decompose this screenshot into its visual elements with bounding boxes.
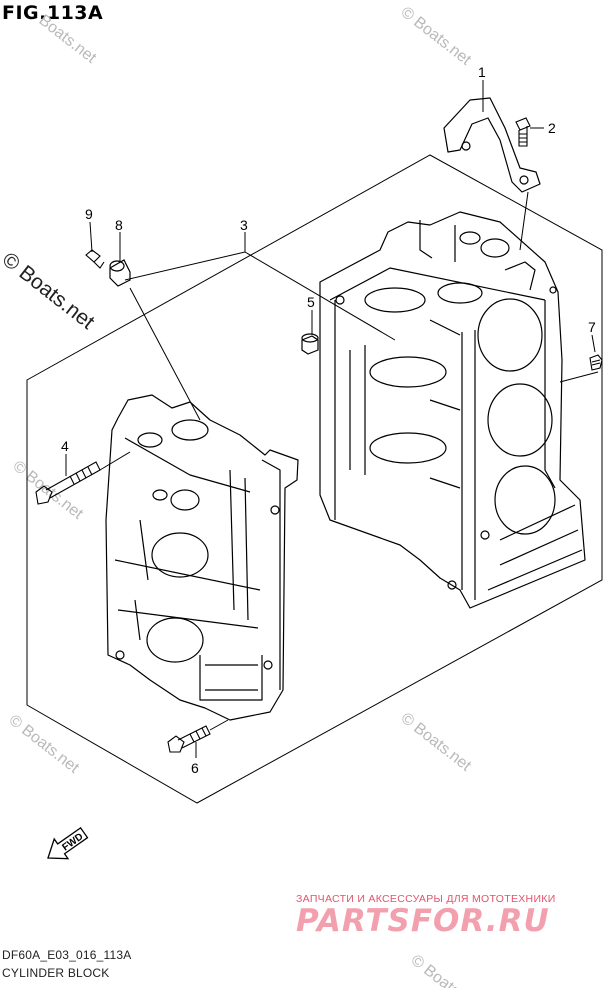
- callout-4: 4: [61, 438, 69, 454]
- callout-1: 1: [478, 64, 486, 80]
- watermark: © Boats.net: [408, 952, 485, 988]
- assembly-frame: [26, 154, 603, 804]
- callout-6: 6: [191, 760, 199, 776]
- callout-5: 5: [307, 294, 315, 310]
- watermark: © Boats.net: [10, 458, 87, 523]
- bolt-part: [515, 117, 531, 147]
- leader-lines: [65, 80, 599, 758]
- crankcase-part: [105, 394, 299, 721]
- forward-arrow-icon: FWD: [47, 826, 89, 860]
- dowel-pin-part: [301, 333, 319, 355]
- figure-title: FIG.113A: [2, 2, 104, 24]
- callout-3: 3: [240, 217, 248, 233]
- callout-7: 7: [588, 319, 596, 335]
- watermark: © Boats.net: [398, 710, 475, 775]
- cylinder-block-part: [319, 211, 586, 609]
- figure-code: DF60A_E03_016_113A: [2, 948, 132, 962]
- lower-bolt-part: [167, 725, 211, 753]
- plug-part: [589, 354, 603, 371]
- small-bolt-part: [85, 249, 105, 269]
- watermark: Boats.net: [36, 12, 100, 67]
- callout-labels: 1 2 3 4 5 6 7 8 9: [61, 64, 596, 776]
- long-bolt-part: [35, 461, 101, 505]
- callout-9: 9: [85, 206, 93, 222]
- bushing-part: [109, 259, 131, 287]
- watermark: © Boats.net: [398, 4, 475, 69]
- callout-2: 2: [548, 120, 556, 136]
- bracket-part: [443, 97, 541, 193]
- brand-subtitle: ЗАПЧАСТИ И АКСЕССУАРЫ ДЛЯ МОТОТЕХНИКИ: [296, 893, 556, 905]
- watermark: © Boats.net: [6, 712, 83, 777]
- callout-8: 8: [115, 217, 123, 233]
- figure-description: CYLINDER BLOCK: [2, 966, 110, 980]
- brand-logo: PARTSFOR.RU: [296, 903, 550, 939]
